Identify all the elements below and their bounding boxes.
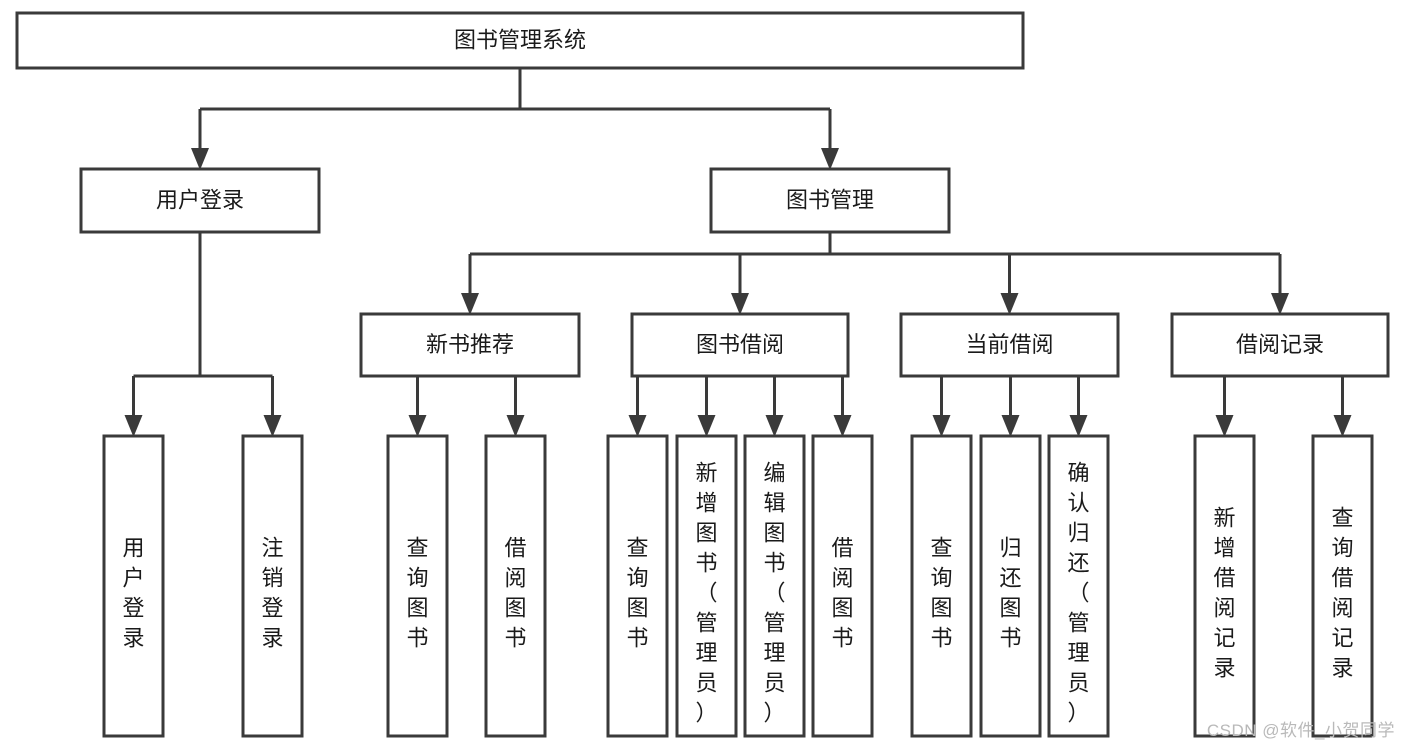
node-user-login[interactable]: 用户登录	[79, 167, 321, 234]
node-current-borrow[interactable]: 当前借阅	[899, 312, 1120, 378]
arrow-head-icon	[1001, 415, 1020, 437]
node-label-leaf-user-login: 用户登录	[122, 535, 144, 650]
node-label-leaf-borrow-book: 借阅图书	[831, 535, 853, 650]
node-label-book-management: 图书管理	[786, 187, 874, 212]
node-label-leaf-query-book-recommend: 查询图书	[406, 535, 428, 650]
arrow-head-icon	[1271, 293, 1289, 315]
arrow-head-icon	[1333, 415, 1352, 437]
node-leaf-query-book-current[interactable]: 查询图书	[910, 434, 973, 738]
node-box-borrow-record	[1170, 312, 1390, 378]
node-box-leaf-query-borrow-record	[1311, 434, 1374, 738]
node-box-leaf-borrow-book-recommend	[484, 434, 547, 738]
arrow-head-icon	[408, 415, 427, 437]
edge-group-current-borrow	[932, 374, 1088, 437]
node-label-root: 图书管理系统	[454, 27, 586, 52]
arrow-head-icon	[628, 415, 647, 437]
node-box-current-borrow	[899, 312, 1120, 378]
node-box-leaf-return-book	[979, 434, 1042, 738]
arrow-head-icon	[821, 148, 839, 170]
node-box-book-borrow	[630, 312, 850, 378]
node-label-leaf-query-book-current: 查询图书	[930, 535, 952, 650]
arrow-head-icon	[697, 415, 716, 437]
node-box-leaf-edit-book	[743, 434, 806, 738]
node-label-borrow-record: 借阅记录	[1236, 332, 1324, 357]
edge-group-root	[191, 68, 839, 170]
node-box-leaf-add-borrow-record	[1193, 434, 1256, 738]
node-label-leaf-edit-book: 编辑图书（管理员）	[763, 460, 785, 725]
node-label-leaf-borrow-book-recommend: 借阅图书	[504, 535, 526, 650]
arrow-head-icon	[124, 415, 143, 437]
node-label-leaf-query-book-borrow: 查询图书	[626, 535, 648, 650]
arrow-head-icon	[765, 415, 784, 437]
node-box-leaf-query-book-current	[910, 434, 973, 738]
node-borrow-record[interactable]: 借阅记录	[1170, 312, 1390, 378]
arrow-head-icon	[506, 415, 525, 437]
arrow-head-icon	[833, 415, 852, 437]
node-box-user-login	[79, 167, 321, 234]
arrow-head-icon	[263, 415, 282, 437]
node-leaf-add-borrow-record[interactable]: 新增借阅记录	[1193, 434, 1256, 738]
node-new-book-recommend[interactable]: 新书推荐	[359, 312, 581, 378]
node-leaf-user-login[interactable]: 用户登录	[102, 434, 165, 738]
node-leaf-query-book-recommend[interactable]: 查询图书	[386, 434, 449, 738]
arrow-head-icon	[1069, 415, 1088, 437]
node-layer: 图书管理系统用户登录图书管理新书推荐图书借阅当前借阅借阅记录用户登录注销登录查询…	[15, 11, 1390, 738]
node-label-leaf-confirm-return: 确认归还（管理员）	[1067, 460, 1089, 725]
node-label-current-borrow: 当前借阅	[965, 332, 1053, 357]
arrow-head-icon	[932, 415, 951, 437]
node-box-leaf-user-logout	[241, 434, 304, 738]
connector-layer	[124, 68, 1352, 437]
node-box-leaf-add-book	[675, 434, 738, 738]
node-leaf-return-book[interactable]: 归还图书	[979, 434, 1042, 738]
node-root[interactable]: 图书管理系统	[15, 11, 1025, 70]
node-book-management[interactable]: 图书管理	[709, 167, 951, 234]
arrow-head-icon	[461, 293, 479, 315]
node-box-new-book-recommend	[359, 312, 581, 378]
node-label-leaf-add-borrow-record: 新增借阅记录	[1213, 505, 1235, 680]
node-label-leaf-return-book: 归还图书	[999, 535, 1021, 650]
arrow-head-icon	[731, 293, 749, 315]
node-leaf-borrow-book[interactable]: 借阅图书	[811, 434, 874, 738]
node-book-borrow[interactable]: 图书借阅	[630, 312, 850, 378]
node-box-leaf-query-book-recommend	[386, 434, 449, 738]
node-leaf-confirm-return[interactable]: 确认归还（管理员）	[1047, 434, 1110, 738]
node-leaf-borrow-book-recommend[interactable]: 借阅图书	[484, 434, 547, 738]
node-box-leaf-user-login	[102, 434, 165, 738]
node-leaf-edit-book[interactable]: 编辑图书（管理员）	[743, 434, 806, 738]
node-box-leaf-confirm-return	[1047, 434, 1110, 738]
node-label-book-borrow: 图书借阅	[696, 332, 784, 357]
node-leaf-user-logout[interactable]: 注销登录	[241, 434, 304, 738]
node-box-leaf-borrow-book	[811, 434, 874, 738]
node-label-user-login: 用户登录	[156, 187, 244, 212]
edge-group-book-management	[461, 232, 1289, 315]
arrow-head-icon	[1000, 293, 1019, 315]
node-box-root	[15, 11, 1025, 70]
node-leaf-query-book-borrow[interactable]: 查询图书	[606, 434, 669, 738]
node-label-new-book-recommend: 新书推荐	[426, 332, 514, 357]
edge-group-new-book-recommend	[408, 374, 525, 437]
edge-group-book-borrow	[628, 374, 852, 437]
arrow-head-icon	[1215, 415, 1234, 437]
node-label-leaf-add-book: 新增图书（管理员）	[695, 460, 717, 725]
node-leaf-add-book[interactable]: 新增图书（管理员）	[675, 434, 738, 738]
edge-group-user-login	[124, 232, 282, 437]
edge-group-borrow-record	[1215, 374, 1352, 437]
node-leaf-query-borrow-record[interactable]: 查询借阅记录	[1311, 434, 1374, 738]
node-label-leaf-query-borrow-record: 查询借阅记录	[1331, 505, 1353, 680]
node-box-book-management	[709, 167, 951, 234]
node-box-leaf-query-book-borrow	[606, 434, 669, 738]
node-label-leaf-user-logout: 注销登录	[261, 535, 283, 650]
arrow-head-icon	[191, 148, 209, 170]
